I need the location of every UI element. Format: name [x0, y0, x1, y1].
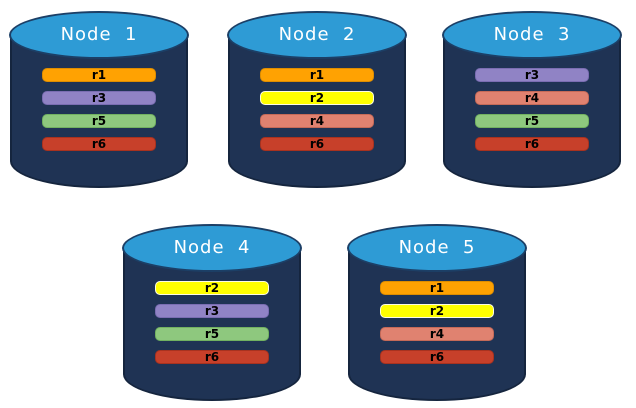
replica-bar-r6: r6 [155, 350, 269, 364]
replica-bar-r3: r3 [42, 91, 156, 105]
node-cylinder-5: Node 5 r1 r2 r4 r6 [347, 224, 527, 402]
replica-list: r3 r4 r5 r6 [475, 68, 589, 151]
node-label: Node 1 [60, 23, 138, 45]
replica-list: r1 r3 r5 r6 [42, 68, 156, 151]
node-cylinder-2: Node 2 r1 r2 r4 r6 [227, 11, 407, 189]
node-label: Node 2 [278, 23, 356, 45]
replica-bar-r5: r5 [475, 114, 589, 128]
cylinder-top: Node 5 [347, 224, 527, 272]
replica-bar-r3: r3 [475, 68, 589, 82]
cylinder-top: Node 2 [227, 11, 407, 59]
replica-bar-r2: r2 [260, 91, 374, 105]
cylinder-body [10, 35, 188, 188]
replica-bar-r3: r3 [155, 304, 269, 318]
node-label: Node 4 [173, 236, 251, 258]
replica-bar-r1: r1 [380, 281, 494, 295]
replica-bar-r1: r1 [42, 68, 156, 82]
node-label: Node 5 [398, 236, 476, 258]
node-cylinder-1: Node 1 r1 r3 r5 r6 [9, 11, 189, 189]
replica-list: r1 r2 r4 r6 [260, 68, 374, 151]
replica-bar-r2: r2 [155, 281, 269, 295]
cylinder-body [123, 248, 301, 401]
replica-list: r1 r2 r4 r6 [380, 281, 494, 364]
replica-bar-r6: r6 [42, 137, 156, 151]
replica-bar-r6: r6 [475, 137, 589, 151]
node-label: Node 3 [493, 23, 571, 45]
cylinder-body [228, 35, 406, 188]
replica-bar-r4: r4 [380, 327, 494, 341]
replica-bar-r6: r6 [260, 137, 374, 151]
replica-list: r2 r3 r5 r6 [155, 281, 269, 364]
replica-bar-r6: r6 [380, 350, 494, 364]
cylinder-body [348, 248, 526, 401]
replica-bar-r1: r1 [260, 68, 374, 82]
replica-bar-r2: r2 [380, 304, 494, 318]
replica-bar-r4: r4 [260, 114, 374, 128]
replica-bar-r4: r4 [475, 91, 589, 105]
cylinder-top: Node 3 [442, 11, 622, 59]
replica-bar-r5: r5 [155, 327, 269, 341]
replica-bar-r5: r5 [42, 114, 156, 128]
node-cylinder-3: Node 3 r3 r4 r5 r6 [442, 11, 622, 189]
cylinder-top: Node 4 [122, 224, 302, 272]
cylinder-body [443, 35, 621, 188]
node-cylinder-4: Node 4 r2 r3 r5 r6 [122, 224, 302, 402]
cylinder-top: Node 1 [9, 11, 189, 59]
